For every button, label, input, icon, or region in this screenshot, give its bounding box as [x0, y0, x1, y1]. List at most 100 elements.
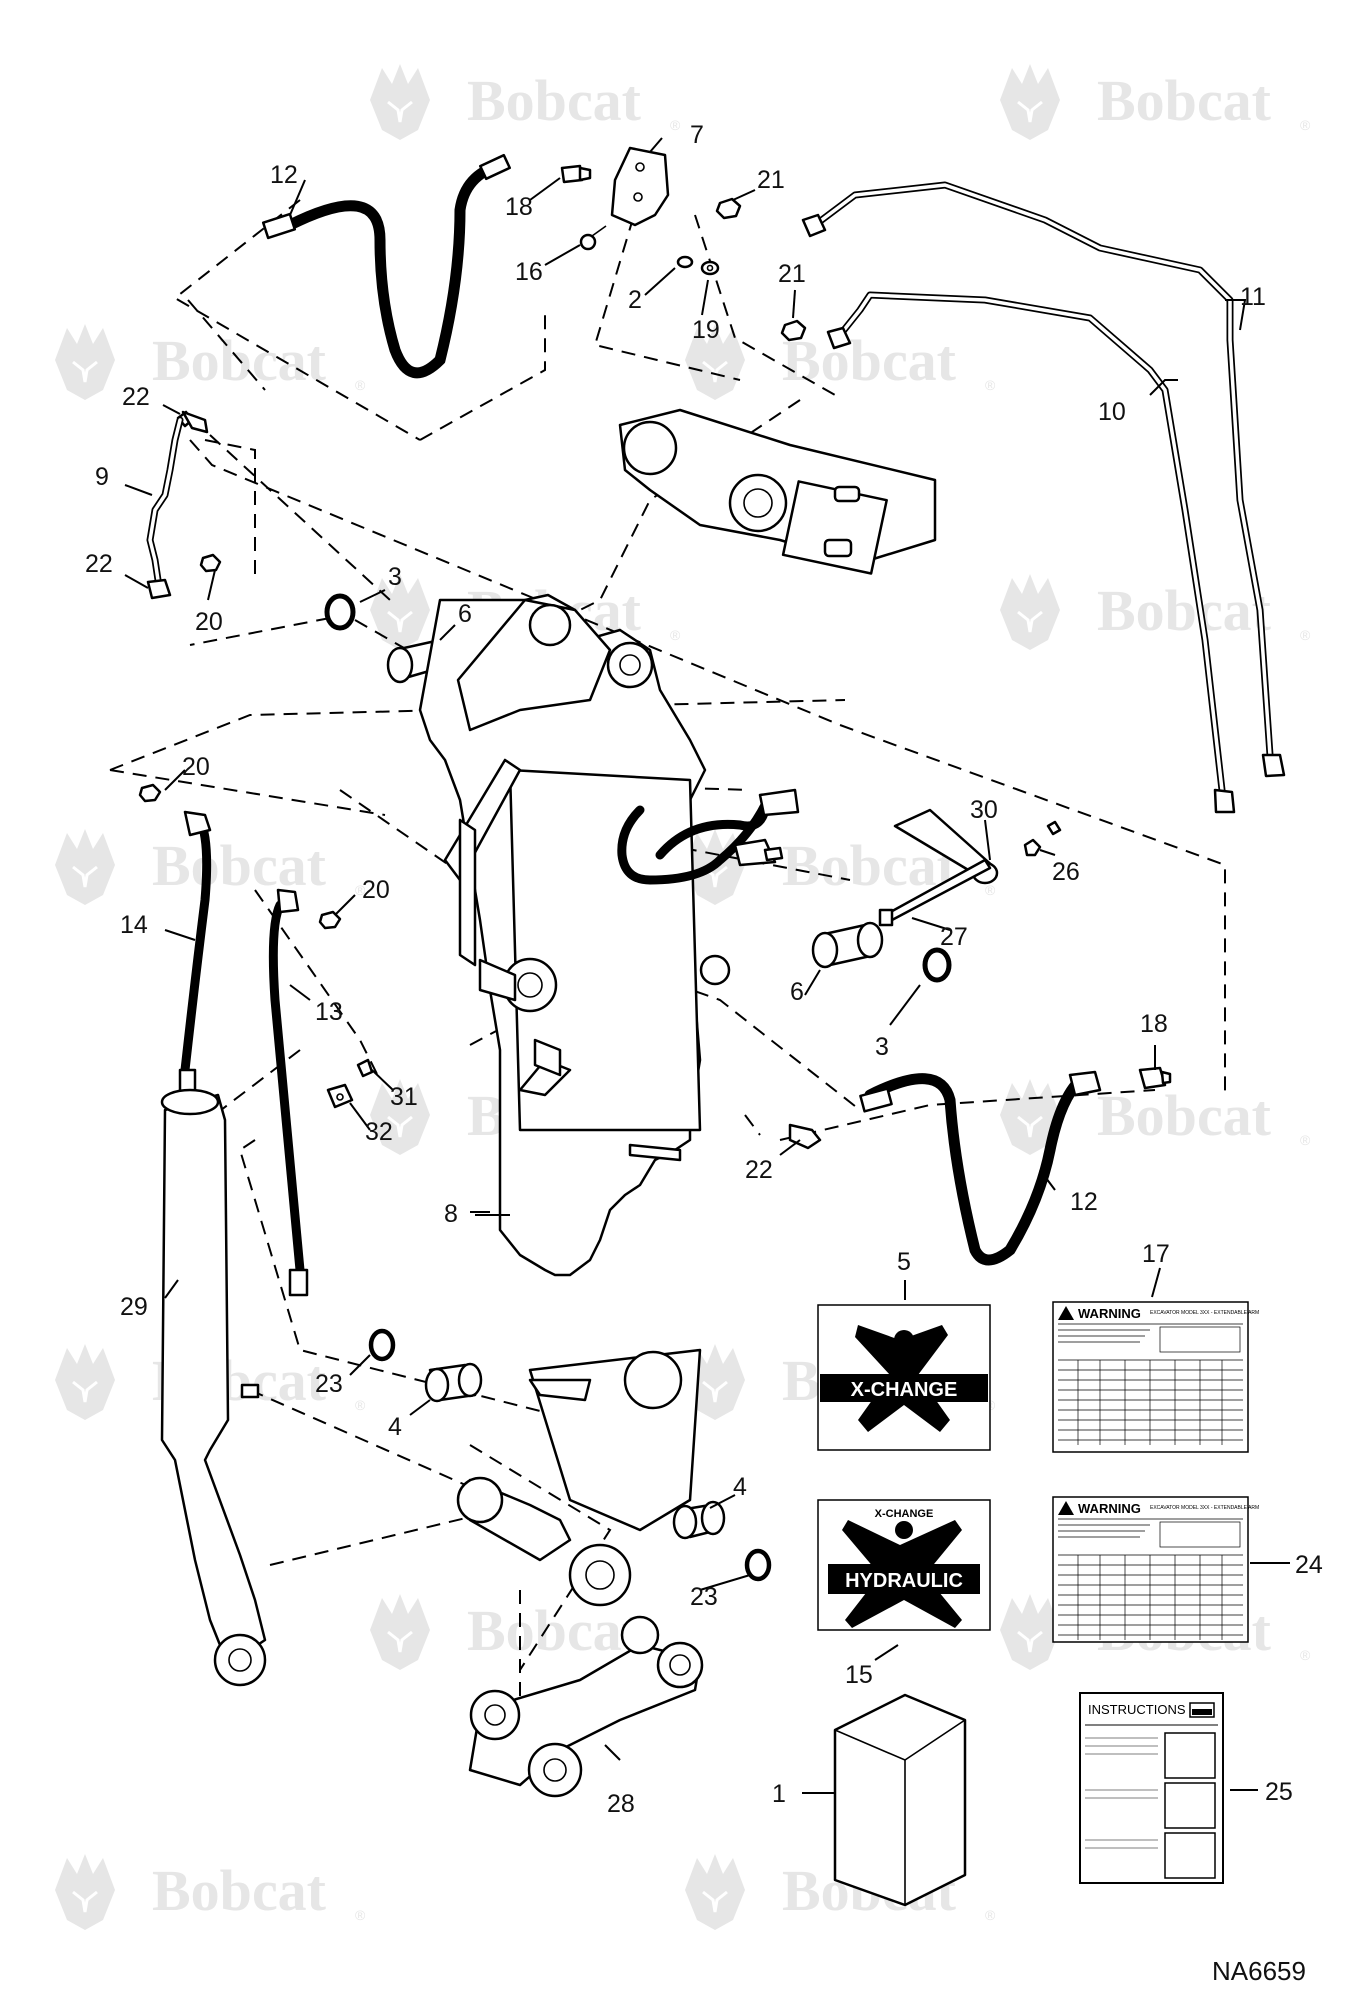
callout-22: 22: [745, 1156, 773, 1184]
nut-19: [700, 260, 720, 276]
watermark-reg: ®: [1300, 1647, 1311, 1663]
decal-24: WARNING EXCAVATOR MODEL 3XX - EXTENDABLE…: [1052, 1496, 1259, 1643]
callout-12: 12: [1070, 1188, 1098, 1216]
callouts: 12 7 21 18 16 2 19 21 11 10 22 9 22 20 3…: [85, 121, 1323, 1818]
watermark-reg: ®: [355, 882, 366, 898]
callout-26: 26: [1052, 858, 1080, 886]
callout-18: 18: [505, 193, 533, 221]
leader-lines: [124, 137, 1290, 1794]
figure-id: NA6659: [1212, 1956, 1306, 1986]
clamp-32: [326, 1083, 354, 1109]
instructions-title: INSTRUCTIONS: [1088, 1702, 1186, 1717]
watermark-text: Bobcat: [467, 68, 642, 133]
nut-20-mid: [318, 910, 342, 930]
watermark: Bobcat ®: [53, 827, 366, 907]
nut-21-top: [715, 197, 742, 220]
callout-27: 27: [940, 923, 968, 951]
box-1: [833, 1693, 967, 1907]
watermark-reg: ®: [1300, 117, 1311, 133]
nut-20-top: [199, 553, 222, 573]
instructions-25: INSTRUCTIONS: [1079, 1692, 1224, 1884]
decal-24-warning-text: WARNING: [1078, 1501, 1141, 1516]
callout-12: 12: [270, 161, 298, 189]
callout-21: 21: [778, 260, 806, 288]
callout-1: 1: [772, 1780, 786, 1808]
nut-20-left: [138, 783, 162, 803]
watermark-text: Bobcat: [152, 1858, 327, 1923]
watermark-reg: ®: [355, 1397, 366, 1413]
callout-17: 17: [1142, 1240, 1170, 1268]
callout-3: 3: [875, 1033, 889, 1061]
watermark: Bobcat ®: [53, 1852, 366, 1932]
callout-31: 31: [390, 1083, 418, 1111]
callout-23: 23: [315, 1370, 343, 1398]
seal-3-top: [324, 593, 356, 631]
callout-21: 21: [757, 166, 785, 194]
plug-16: [579, 225, 607, 251]
decal-17-warning-text: WARNING: [1078, 1306, 1141, 1321]
bobcat-logo-icon: [53, 322, 117, 402]
callout-25: 25: [1265, 1778, 1293, 1806]
watermark-text: Bobcat: [467, 1598, 642, 1663]
callout-20: 20: [362, 876, 390, 904]
bobcat-logo-icon: [998, 62, 1062, 142]
callout-32: 32: [365, 1118, 393, 1146]
bushing-4-right: [672, 1500, 726, 1540]
callout-13: 13: [315, 998, 343, 1026]
decal-17: WARNING EXCAVATOR MODEL 3XX - EXTENDABLE…: [1052, 1301, 1259, 1453]
nut-26: [1023, 820, 1062, 857]
link-28: [468, 1615, 704, 1798]
watermark-reg: ®: [355, 377, 366, 393]
callout-6: 6: [790, 978, 804, 1006]
callout-24: 24: [1295, 1551, 1323, 1579]
watermark-text: Bobcat: [1097, 578, 1272, 643]
bolt-27: [878, 858, 992, 927]
decal-5: X-CHANGE: [817, 1304, 991, 1451]
decal-xchange-text: X-CHANGE: [851, 1379, 958, 1401]
arm-8: [418, 593, 731, 1607]
bushing-6-right: [811, 921, 884, 969]
fitting-18-top: [560, 164, 592, 184]
watermark-reg: ®: [985, 882, 996, 898]
callout-29: 29: [120, 1293, 148, 1321]
seal-23-right: [744, 1548, 772, 1582]
fitting-18-right: [1138, 1066, 1172, 1090]
hose-14: [178, 810, 212, 1094]
callout-16: 16: [515, 258, 543, 286]
watermark: Bobcat ®: [998, 62, 1311, 142]
tube-11: [801, 181, 1286, 778]
watermark-text: Bobcat: [782, 328, 957, 393]
callout-7: 7: [690, 121, 704, 149]
callout-3: 3: [388, 563, 402, 591]
watermark-reg: ®: [1300, 627, 1311, 643]
hose-13: [268, 888, 309, 1297]
decal-xchange-hydraulic-text: X-CHANGE: [875, 1508, 934, 1520]
callout-20: 20: [182, 753, 210, 781]
callout-28: 28: [607, 1790, 635, 1818]
watermark-text: Bobcat: [152, 833, 327, 898]
callout-8: 8: [444, 1200, 458, 1228]
callout-6: 6: [458, 600, 472, 628]
hose-12-top: [261, 153, 511, 379]
callout-22: 22: [122, 383, 150, 411]
bobcat-logo-icon: [53, 827, 117, 907]
callout-30: 30: [970, 796, 998, 824]
decal-17-header: EXCAVATOR MODEL 3XX - EXTENDABLE ARM: [1150, 1310, 1259, 1316]
watermark: Bobcat ®: [368, 62, 681, 142]
watermark-reg: ®: [670, 117, 681, 133]
bracket-7: [610, 146, 670, 227]
watermark-reg: ®: [355, 1907, 366, 1923]
watermark: Bobcat ®: [998, 1077, 1311, 1157]
nut-21-lower: [780, 319, 807, 342]
bushing-4-left: [424, 1362, 483, 1403]
washer-2: [676, 255, 694, 269]
hose-12-right: [859, 1070, 1102, 1266]
boom-mount-casting: [618, 408, 937, 575]
watermark-reg: ®: [670, 627, 681, 643]
watermark-reg: ®: [1300, 1132, 1311, 1148]
watermark-reg: ®: [985, 1907, 996, 1923]
tube-10: [826, 291, 1236, 814]
parts-layer: X-CHANGE X-CHANGE HYDRAULIC WARNING EXCA…: [138, 146, 1286, 1907]
watermark-text: Bobcat: [1097, 1083, 1272, 1148]
